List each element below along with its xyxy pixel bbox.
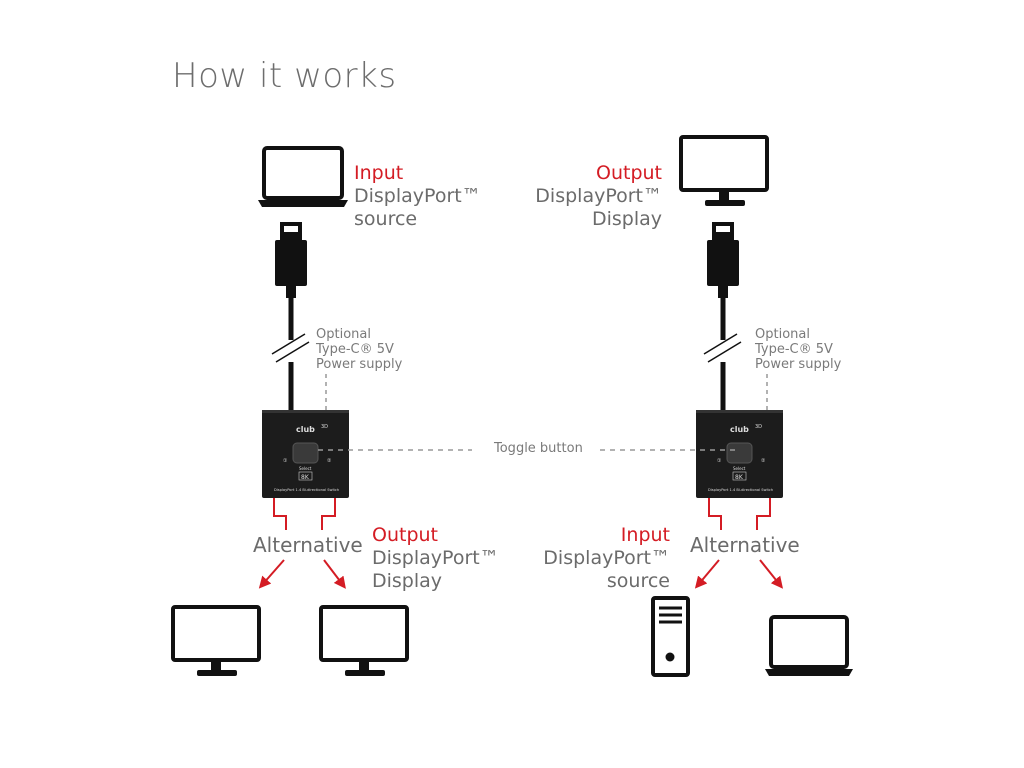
right-alternative-label: Alternative (690, 533, 800, 557)
left-optional-line3: Power supply (316, 357, 402, 372)
left-top-role: Input (354, 162, 481, 185)
svg-text:Select: Select (299, 466, 312, 471)
svg-text:②: ② (761, 458, 766, 464)
svg-text:DisplayPort 1.4 Bi-directional: DisplayPort 1.4 Bi-directional Switch (274, 488, 339, 492)
svg-text:①: ① (717, 458, 722, 464)
right-optional-line1: Optional (755, 327, 841, 342)
toggle-button-label: Toggle button (494, 441, 583, 456)
right-top-label: Output DisplayPort™ Display (535, 162, 662, 231)
right-optional-label: Optional Type-C® 5V Power supply (755, 327, 841, 372)
left-bottom-label: Output DisplayPort™ Display (372, 524, 499, 593)
left-alternative-label: Alternative (253, 533, 363, 557)
displayport-connector-icon (707, 222, 739, 298)
left-top-device-line1: DisplayPort™ (354, 185, 481, 208)
arrow-icon (760, 560, 780, 585)
left-optional-line2: Type-C® 5V (316, 342, 402, 357)
right-bottom-role: Input (543, 524, 670, 547)
left-top-label: Input DisplayPort™ source (354, 162, 481, 231)
laptop-icon (765, 617, 853, 676)
svg-text:DisplayPort 1.4 Bi-directional: DisplayPort 1.4 Bi-directional Switch (708, 488, 773, 492)
svg-text:①: ① (283, 458, 288, 464)
left-top-device-line2: source (354, 208, 481, 231)
left-optional-line1: Optional (316, 327, 402, 342)
svg-text:club: club (730, 425, 749, 434)
svg-text:club: club (296, 425, 315, 434)
right-optional-line3: Power supply (755, 357, 841, 372)
svg-text:3D: 3D (321, 424, 328, 430)
laptop-icon (258, 148, 348, 207)
monitor-icon (173, 607, 259, 676)
switch-device-icon: club 3D ① ② Select 8K DisplayPort 1.4 Bi… (696, 410, 783, 498)
left-optional-label: Optional Type-C® 5V Power supply (316, 327, 402, 372)
right-top-device-line2: Display (535, 208, 662, 231)
left-bottom-device-line1: DisplayPort™ (372, 547, 499, 570)
arrow-icon (698, 560, 719, 585)
right-top-role: Output (535, 162, 662, 185)
switch-device-icon: club 3D ① ② Select 8K DisplayPort 1.4 Bi… (262, 410, 349, 498)
svg-text:8K: 8K (735, 474, 744, 481)
left-bottom-role: Output (372, 524, 499, 547)
svg-text:Select: Select (733, 466, 746, 471)
right-bottom-label: Input DisplayPort™ source (543, 524, 670, 593)
computer-tower-icon (653, 598, 688, 675)
monitor-icon (321, 607, 407, 676)
right-bottom-device-line1: DisplayPort™ (543, 547, 670, 570)
right-top-device-line1: DisplayPort™ (535, 185, 662, 208)
right-optional-line2: Type-C® 5V (755, 342, 841, 357)
svg-text:8K: 8K (301, 474, 310, 481)
arrow-icon (324, 560, 343, 585)
svg-text:②: ② (327, 458, 332, 464)
arrow-icon (262, 560, 284, 585)
displayport-connector-icon (275, 222, 307, 298)
left-bottom-device-line2: Display (372, 570, 499, 593)
monitor-icon (681, 137, 767, 206)
svg-text:3D: 3D (755, 424, 762, 430)
right-bottom-device-line2: source (543, 570, 670, 593)
